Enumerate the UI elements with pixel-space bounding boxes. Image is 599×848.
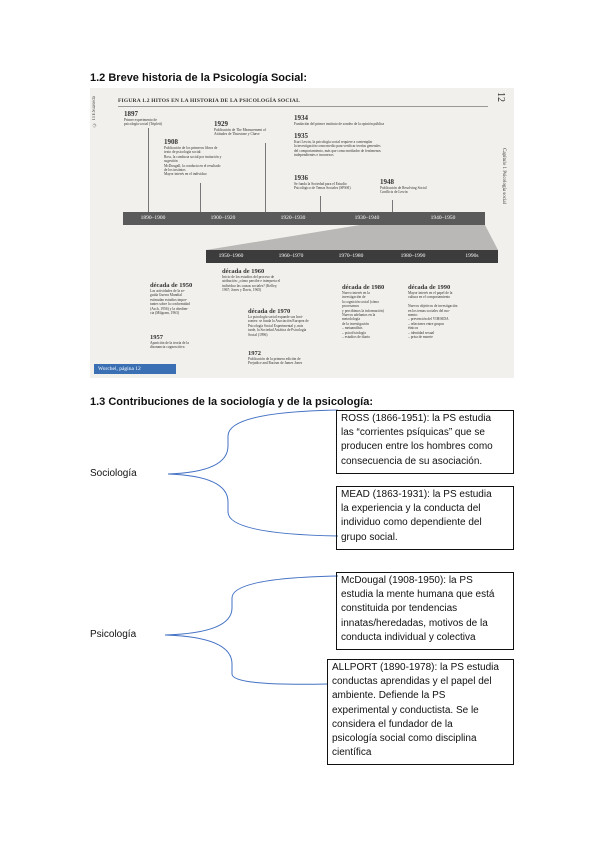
figure-divider xyxy=(118,106,488,107)
psicologia-label: Psicología xyxy=(90,629,137,640)
mead-box: MEAD (1863-1931): la PS estudia la exper… xyxy=(336,486,514,550)
allport-box: ALLPORT (1890-1978): la PS estudia condu… xyxy=(327,659,514,765)
timeline-connector xyxy=(320,196,321,212)
sociologia-label: Sociología xyxy=(90,468,137,479)
figure-page-number: 12 xyxy=(495,92,506,102)
figure-chapter-note: Capítulo 1 Psicología social xyxy=(501,148,506,204)
timeline-segment: 1940–1950 xyxy=(430,215,456,221)
timeline-segment: 1980–1990 xyxy=(400,253,426,259)
timeline-segment: 1970–1980 xyxy=(338,253,364,259)
section-heading-contribuciones: 1.3 Contribuciones de la sociología y de… xyxy=(90,396,374,408)
timeline-segment: 1920–1930 xyxy=(280,215,306,221)
timeline-segment: 1900–1920 xyxy=(210,215,236,221)
timeline-connector xyxy=(392,200,393,212)
timeline-zoom-connector xyxy=(206,225,498,250)
timeline-connector xyxy=(265,143,266,212)
mcdougal-box: McDougal (1908-1950): la PS estudia la m… xyxy=(336,572,514,650)
timeline-bar-late: 1950–1960 1960–1970 1970–1980 1980–1990 … xyxy=(206,250,498,263)
timeline-bar-early: 1890–1900 1900–1920 1920–1930 1930–1940 … xyxy=(123,212,485,225)
figure-caption: FIGURA 1.2 HITOS EN LA HISTORIA DE LA PS… xyxy=(118,98,300,104)
timeline-connector xyxy=(148,128,149,212)
timeline-segment: 1960–1970 xyxy=(278,253,304,259)
timeline-connector xyxy=(200,183,201,212)
timeline-segment: 1950–1960 xyxy=(218,253,244,259)
timeline-segment: 1930–1940 xyxy=(354,215,380,221)
figure-source-label: Worchel, página 12 xyxy=(94,364,176,374)
timeline-segment: 1890–1900 xyxy=(140,215,166,221)
timeline-segment: 1990s xyxy=(465,253,479,259)
ross-box: ROSS (1866-1951): la PS estudia las “cor… xyxy=(336,410,514,474)
section-heading-historia: 1.2 Breve historia de la Psicología Soci… xyxy=(90,72,308,84)
history-timeline-figure: © ITESuaseda 12 Capítulo 1 Psicología so… xyxy=(90,88,514,378)
